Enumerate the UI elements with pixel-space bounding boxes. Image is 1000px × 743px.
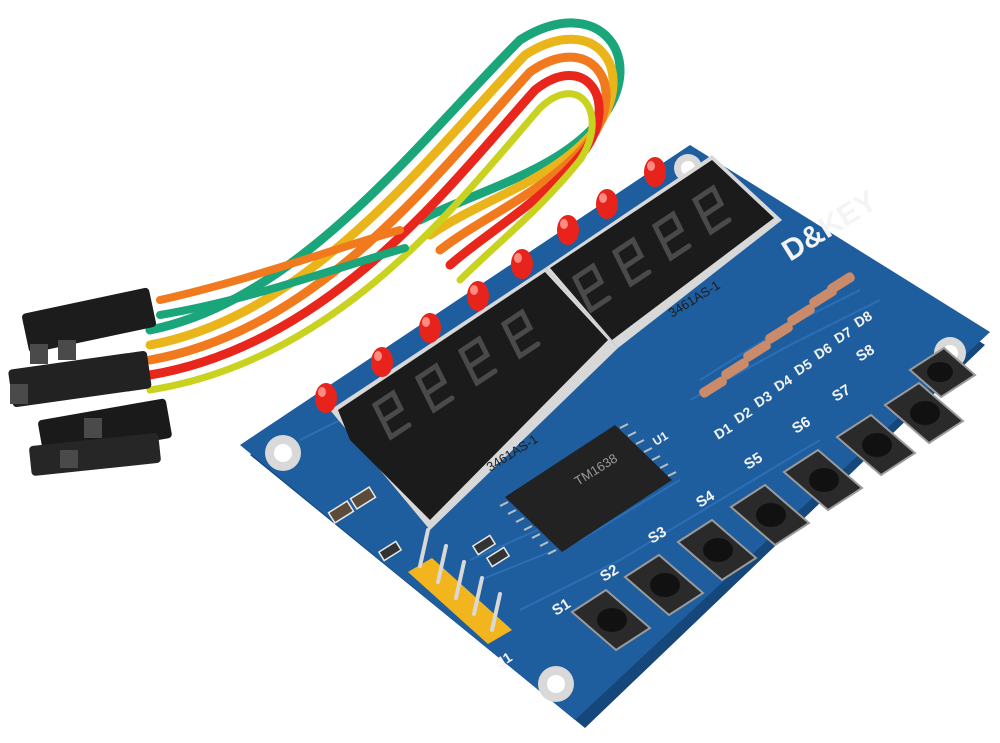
tactile-button-icon — [782, 448, 864, 512]
pin-header: J1 — [408, 528, 515, 671]
red-led-icon — [557, 215, 579, 245]
wire-lime — [146, 90, 596, 394]
smd-capacitor — [349, 486, 377, 510]
wire-orange — [145, 52, 611, 365]
header-pins — [418, 528, 502, 632]
header-designator: J1 — [493, 649, 515, 671]
header-body — [408, 558, 512, 644]
smd-resistor — [377, 540, 403, 562]
tactile-button-icon — [883, 381, 965, 445]
led-row — [315, 157, 666, 413]
button-row — [570, 346, 977, 652]
connector-opening — [60, 450, 78, 468]
mount-hole-icon — [265, 435, 301, 471]
tactile-button-icon — [676, 518, 758, 582]
red-led-icon — [511, 249, 533, 279]
wire-red — [145, 71, 604, 380]
wire-green-2 — [156, 244, 409, 319]
diode — [743, 340, 771, 362]
red-led-icon — [467, 281, 489, 311]
dupont-connectors — [8, 287, 172, 476]
diode — [787, 304, 815, 326]
chip-pins — [499, 423, 677, 555]
mount-hole-icon — [538, 666, 574, 702]
tm1638-chip: TM1638 U1 — [499, 423, 677, 555]
smd-capacitor — [327, 500, 355, 524]
red-led-icon — [315, 383, 337, 413]
diode — [765, 322, 793, 344]
connector-opening — [10, 384, 28, 404]
led-labels: D1 D2 D3 D4 D5 D6 D7 D8 — [711, 307, 875, 442]
smd-components — [327, 486, 511, 568]
display-digits — [371, 184, 732, 441]
diode — [699, 376, 727, 398]
diode-array — [699, 272, 855, 398]
red-led-icon — [371, 347, 393, 377]
wire-yellow — [145, 34, 618, 350]
diode — [721, 358, 749, 380]
red-led-icon — [644, 157, 666, 187]
tactile-button-icon — [908, 346, 977, 399]
connector-opening — [58, 340, 76, 360]
tactile-button-icon — [835, 413, 917, 477]
tactile-button-icon — [729, 483, 811, 547]
connector-opening — [30, 344, 48, 364]
red-led-icon — [419, 313, 441, 343]
ribbon-cable — [145, 18, 625, 394]
red-led-icon — [596, 189, 618, 219]
tactile-button-icon — [570, 588, 652, 652]
smd-resistor — [471, 534, 497, 556]
smd-resistor — [485, 546, 511, 568]
tactile-button-icon — [623, 553, 705, 617]
connector-housing — [8, 350, 152, 408]
wire-green — [145, 18, 625, 335]
wire-orange-2 — [156, 226, 404, 304]
chip-body — [505, 425, 672, 552]
display-face — [338, 272, 608, 520]
connector-housing — [22, 287, 157, 353]
connector-opening — [84, 418, 102, 438]
diode — [827, 272, 855, 294]
